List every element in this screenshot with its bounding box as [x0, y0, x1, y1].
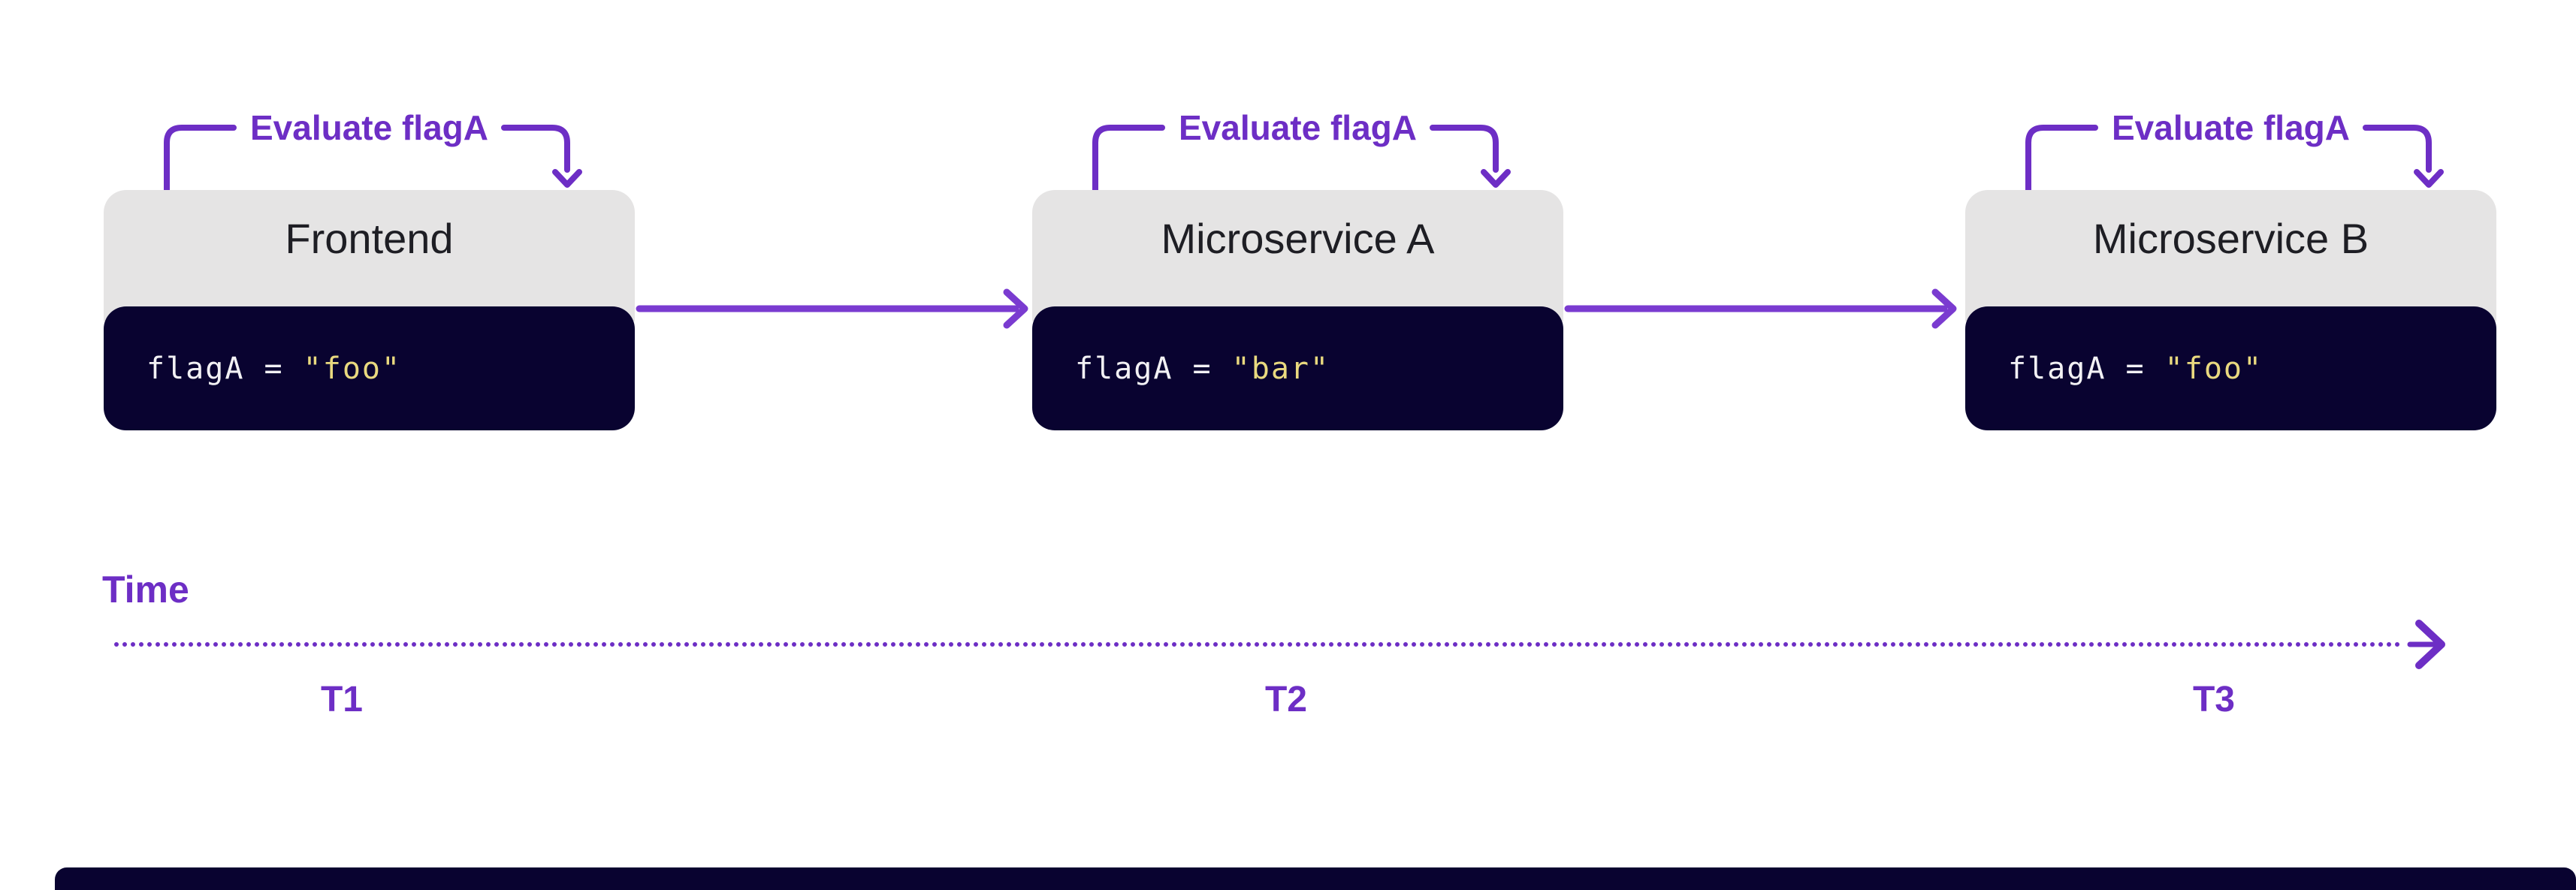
code-keyword: flagA =	[1075, 351, 1232, 386]
code-block: flagA = "foo"	[1965, 306, 2496, 430]
annotation-bracket-microservice-a	[1092, 125, 1511, 193]
annotation-bracket-right	[1430, 125, 1499, 173]
timeline-tick-t2: T2	[1264, 680, 1307, 720]
code-block: flagA = "bar"	[1032, 306, 1563, 430]
annotation-bracket-left	[164, 125, 237, 193]
code-keyword: flagA =	[2008, 351, 2165, 386]
service-header	[1032, 190, 1563, 321]
arrow-right-icon	[2415, 620, 2445, 669]
annotation-bracket-microservice-b	[2025, 125, 2444, 193]
code-keyword: flagA =	[146, 351, 304, 386]
annotation-label-frontend: Evaluate flagA	[250, 108, 488, 147]
arrow-down-icon	[552, 169, 582, 188]
service-box-microservice-a: Microservice A flagA = "bar"	[1032, 190, 1563, 430]
flow-arrow-a-to-b	[1564, 288, 1957, 329]
annotation-label-microservice-a: Evaluate flagA	[1179, 108, 1417, 147]
annotation-bracket-left	[1092, 125, 1165, 193]
service-box-microservice-b: Microservice B flagA = "foo"	[1965, 190, 2496, 430]
annotation-label-microservice-b: Evaluate flagA	[2112, 108, 2350, 147]
clipped-bottom-box	[55, 867, 2576, 890]
arrow-down-icon	[1481, 169, 1511, 188]
code-block: flagA = "foo"	[104, 306, 635, 430]
annotation-bracket-frontend	[164, 125, 582, 193]
arrow-down-icon	[2414, 169, 2444, 188]
code-string-value: "foo"	[2164, 351, 2263, 386]
flow-arrow-frontend-to-a	[636, 288, 1028, 329]
code-string-value: "bar"	[1231, 351, 1330, 386]
annotation-bracket-left	[2025, 125, 2098, 193]
arrow-right-icon	[1003, 288, 1028, 329]
annotation-bracket-right	[501, 125, 570, 173]
timeline-tick-t3: T3	[2192, 680, 2235, 720]
service-box-frontend: Frontend flagA = "foo"	[104, 190, 635, 430]
service-title: Microservice B	[2092, 215, 2369, 262]
service-title: Frontend	[285, 215, 454, 262]
timeline-title: Time	[102, 569, 189, 611]
service-header	[1965, 190, 2496, 321]
timeline-tick-t1: T1	[320, 680, 363, 720]
code-string-value: "foo"	[303, 351, 402, 386]
arrow-right-icon	[1931, 288, 1957, 329]
annotation-bracket-right	[2363, 125, 2432, 173]
timeline-axis	[114, 620, 2445, 669]
service-header	[104, 190, 635, 321]
service-title: Microservice A	[1161, 215, 1435, 262]
